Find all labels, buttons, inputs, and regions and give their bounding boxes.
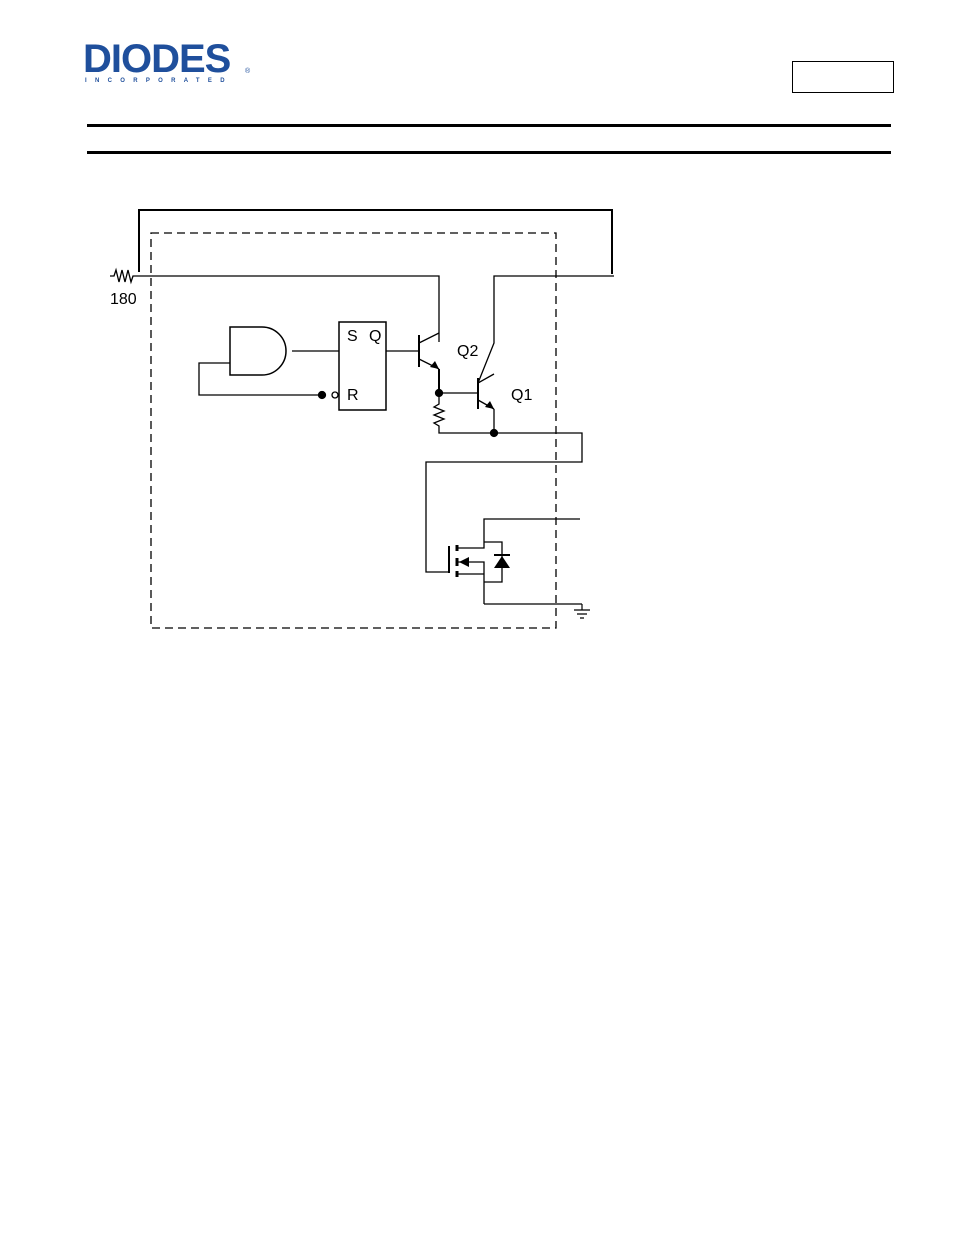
reset-invert-bubble	[332, 392, 338, 398]
body-diode-triangle	[494, 556, 510, 568]
q2-label: Q2	[457, 343, 478, 360]
and-gate	[230, 327, 286, 375]
mosfet-body-arrow	[459, 557, 469, 567]
q1-label: Q1	[511, 387, 532, 404]
input-resistor	[110, 270, 139, 282]
latch-output-label: Q	[369, 328, 381, 345]
mosfet-body-wire	[457, 562, 484, 604]
latch-reset-label: R	[347, 387, 359, 404]
pulldown-resistor	[434, 393, 494, 433]
top-rail-wire	[139, 276, 439, 342]
q2-collector	[419, 333, 439, 343]
ground-icon	[574, 604, 590, 618]
reset-junction	[319, 392, 326, 399]
feedback-wire	[199, 363, 321, 395]
resistor-value-label: 180	[110, 291, 137, 308]
outer-loop-wire	[139, 210, 612, 274]
mosfet-drain-wire	[457, 519, 580, 548]
latch-set-label: S	[347, 328, 358, 345]
circuit-diagram: 180 Q2 Q1 S Q R	[0, 0, 954, 700]
right-rail-wire	[478, 276, 614, 383]
